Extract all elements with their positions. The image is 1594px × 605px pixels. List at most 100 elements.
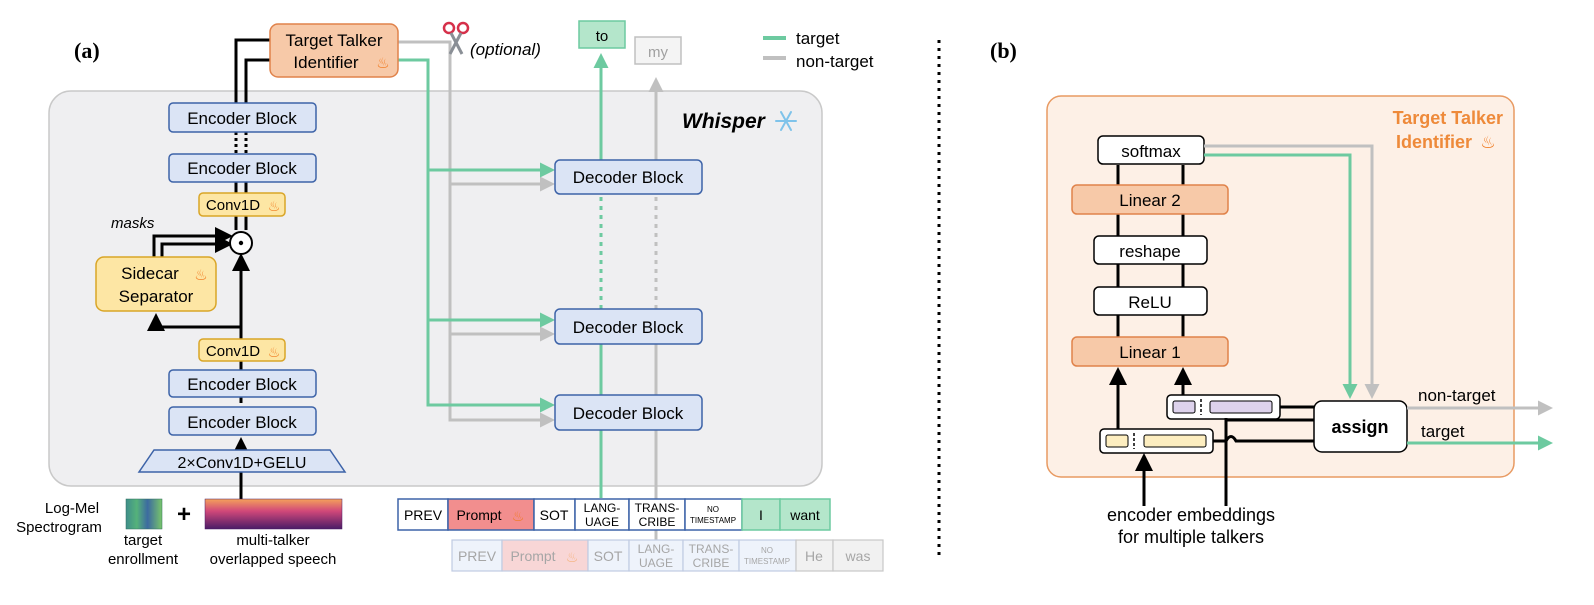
plus-sign: +: [177, 501, 191, 528]
reshape-box: reshape: [1093, 235, 1208, 265]
svg-text:was: was: [845, 548, 871, 564]
logmel-label-line1: Log-Mel: [45, 500, 99, 517]
svg-text:reshape: reshape: [1119, 242, 1180, 261]
overlapped-label-line2: overlapped speech: [210, 551, 337, 568]
svg-text:Decoder Block: Decoder Block: [573, 168, 684, 187]
decoder-block-top: Decoder Block: [554, 159, 703, 195]
fire-icon: ♨: [194, 267, 207, 284]
linear2-box: Linear 2: [1071, 184, 1229, 215]
target-token-row: PREV Prompt ♨ SOT LANG- UAGE TRANS- CRIB…: [397, 498, 831, 531]
svg-text:Encoder Block: Encoder Block: [187, 109, 297, 128]
identifier-title-line2: Identifier: [1396, 132, 1472, 152]
overlapped-label-line1: multi-talker: [236, 532, 309, 549]
svg-text:CRIBE: CRIBE: [639, 515, 676, 529]
linear1-box: Linear 1: [1071, 336, 1229, 367]
output-token-nontarget: my: [634, 36, 682, 65]
encoder-block-3: Encoder Block: [168, 369, 317, 398]
identifier-title-line1: Target Talker: [1393, 108, 1503, 128]
svg-text:Prompt: Prompt: [510, 548, 555, 564]
svg-text:NO: NO: [707, 505, 719, 514]
svg-text:LANG-: LANG-: [584, 501, 621, 515]
logmel-label-line2: Spectrogram: [16, 519, 102, 536]
nontarget-token-row: PREV Prompt ♨ SOT LANG- UAGE TRANS- CRIB…: [451, 539, 884, 572]
fire-icon: ♨: [376, 55, 389, 72]
svg-text:Conv1D: Conv1D: [206, 343, 260, 360]
svg-text:my: my: [648, 44, 668, 61]
svg-text:ReLU: ReLU: [1128, 293, 1171, 312]
svg-text:to: to: [596, 28, 609, 45]
output-target-label: target: [1421, 422, 1465, 441]
conv1d-lower: Conv1D ♨: [198, 338, 286, 362]
svg-text:assign: assign: [1331, 417, 1388, 437]
svg-text:I: I: [759, 507, 763, 523]
svg-text:TIMESTAMP: TIMESTAMP: [690, 516, 736, 525]
panel-a-label: (a): [74, 38, 100, 63]
svg-text:want: want: [789, 507, 820, 523]
svg-text:2×Conv1D+GELU: 2×Conv1D+GELU: [178, 455, 307, 472]
svg-text:NO: NO: [761, 546, 773, 555]
svg-text:Encoder Block: Encoder Block: [187, 159, 297, 178]
svg-text:TRANS-: TRANS-: [635, 501, 680, 515]
svg-text:SOT: SOT: [594, 548, 623, 564]
svg-text:Encoder Block: Encoder Block: [187, 413, 297, 432]
svg-text:SOT: SOT: [540, 507, 569, 523]
embedding-target: [1099, 428, 1214, 454]
svg-text:Conv1D: Conv1D: [206, 197, 260, 214]
svg-text:LANG-: LANG-: [638, 542, 675, 556]
legend-target-label: target: [796, 29, 840, 48]
overlapped-spectrogram: [204, 498, 343, 530]
input-conv-layer: 2×Conv1D+GELU: [137, 449, 347, 473]
legend-nontarget-label: non-target: [796, 52, 874, 71]
svg-text:Prompt: Prompt: [456, 507, 501, 523]
svg-text:UAGE: UAGE: [585, 515, 619, 529]
svg-text:UAGE: UAGE: [639, 556, 673, 570]
optional-label: (optional): [470, 40, 541, 59]
svg-text:Linear 2: Linear 2: [1119, 191, 1180, 210]
fire-icon: ♨: [268, 344, 281, 360]
enrollment-label-line1: target: [124, 532, 163, 549]
encoder-block-4: Encoder Block: [168, 406, 317, 436]
target-talker-identifier: Target Talker Identifier ♨: [269, 23, 399, 78]
output-token-target: to: [578, 20, 626, 49]
fire-icon: ♨: [512, 508, 525, 524]
elementwise-multiply-icon: [229, 231, 253, 255]
snowflake-icon: [775, 111, 797, 131]
svg-text:Decoder Block: Decoder Block: [573, 404, 684, 423]
svg-text:He: He: [805, 548, 823, 564]
panel-b-label: (b): [990, 38, 1017, 63]
svg-text:PREV: PREV: [404, 507, 443, 523]
scissors-icon: [442, 21, 470, 55]
relu-box: ReLU: [1093, 286, 1208, 316]
svg-text:TRANS-: TRANS-: [689, 542, 734, 556]
encoder-block-2: Encoder Block: [168, 153, 317, 183]
enrollment-label-line2: enrollment: [108, 551, 179, 568]
fire-icon: ♨: [1480, 133, 1495, 152]
softmax-box: softmax: [1097, 135, 1205, 165]
sidecar-separator: Sidecar Separator ♨: [95, 256, 217, 312]
svg-text:TIMESTAMP: TIMESTAMP: [744, 557, 790, 566]
fire-icon: ♨: [566, 549, 579, 565]
decoder-block-middle: Decoder Block: [554, 308, 703, 345]
svg-text:CRIBE: CRIBE: [693, 556, 730, 570]
assign-box: assign: [1313, 400, 1408, 453]
decoder-block-bottom: Decoder Block: [554, 394, 703, 431]
svg-text:Identifier: Identifier: [293, 53, 359, 72]
embeddings-caption-line1: encoder embeddings: [1107, 505, 1275, 525]
svg-text:Separator: Separator: [119, 287, 194, 306]
fire-icon: ♨: [268, 198, 281, 214]
svg-text:PREV: PREV: [458, 548, 497, 564]
masks-label: masks: [111, 215, 155, 232]
svg-text:Sidecar: Sidecar: [121, 264, 179, 283]
svg-text:softmax: softmax: [1121, 142, 1181, 161]
svg-text:Linear 1: Linear 1: [1119, 343, 1180, 362]
encoder-block-top: Encoder Block: [168, 102, 317, 133]
output-nontarget-label: non-target: [1418, 386, 1496, 405]
conv1d-upper: Conv1D ♨: [198, 192, 286, 217]
embeddings-caption-line2: for multiple talkers: [1118, 527, 1264, 547]
svg-text:Encoder Block: Encoder Block: [187, 375, 297, 394]
enrollment-spectrogram: [125, 498, 163, 530]
whisper-label: Whisper: [682, 110, 767, 133]
embedding-nontarget: [1166, 394, 1281, 420]
svg-text:Target Talker: Target Talker: [285, 31, 382, 50]
